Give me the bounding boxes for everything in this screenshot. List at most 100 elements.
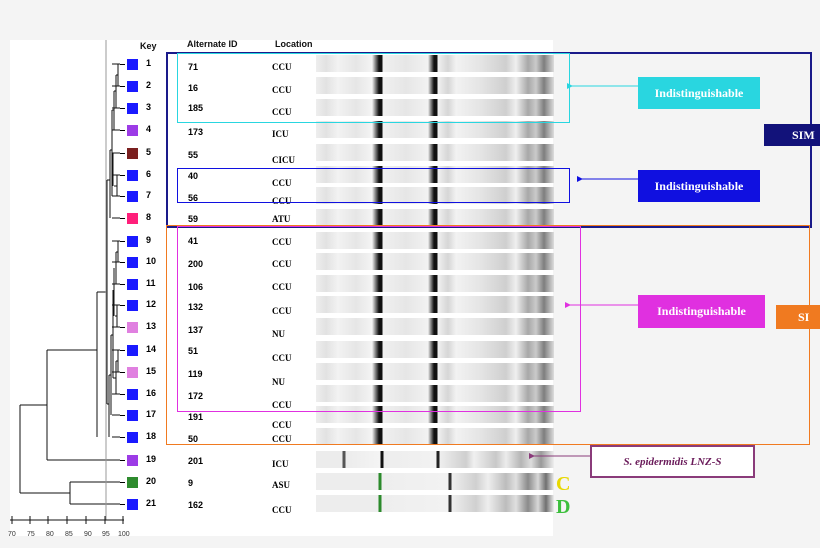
- alternate-id: 137: [188, 325, 204, 335]
- si-tag: SI: [776, 305, 820, 329]
- location: NU: [272, 377, 285, 387]
- row-tick: [120, 327, 125, 328]
- row-tick: [120, 350, 125, 351]
- alternate-id: 50: [188, 434, 199, 444]
- key-swatch: [127, 432, 138, 443]
- row-number: 21: [146, 498, 157, 508]
- location: CCU: [272, 237, 292, 247]
- gel-lane: [316, 99, 554, 116]
- location: CCU: [272, 434, 292, 444]
- cluster-d-label: D: [556, 496, 571, 518]
- row-number: 6: [146, 169, 152, 179]
- alternate-id: 41: [188, 236, 199, 246]
- scale-label-90: 90: [84, 531, 92, 538]
- key-swatch: [127, 257, 138, 268]
- indistinguishable-callout-top: Indistinguishable: [638, 77, 760, 109]
- alternate-id: 56: [188, 193, 199, 203]
- indistinguishable-callout-mid: Indistinguishable: [638, 170, 760, 202]
- row-tick: [120, 437, 125, 438]
- row-tick: [120, 175, 125, 176]
- cluster-box-magenta: [177, 226, 581, 412]
- row-number: 8: [146, 212, 152, 222]
- row-number: 9: [146, 235, 152, 245]
- location: CCU: [272, 107, 292, 117]
- row-number: 2: [146, 80, 152, 90]
- row-number: 16: [146, 388, 157, 398]
- row-number: 17: [146, 409, 157, 419]
- key-swatch: [127, 148, 138, 159]
- alternate-id: 9: [188, 478, 194, 488]
- row-tick: [120, 196, 125, 197]
- row-number: 1: [146, 58, 152, 68]
- location: CCU: [272, 505, 292, 515]
- key-header: Key: [140, 41, 157, 51]
- row-tick: [120, 482, 125, 483]
- key-swatch: [127, 477, 138, 488]
- key-swatch: [127, 455, 138, 466]
- gel-lane: [316, 55, 554, 72]
- row-number: 4: [146, 124, 152, 134]
- gel-lane: [316, 209, 554, 226]
- alternate-id: 191: [188, 412, 204, 422]
- row-tick: [120, 108, 125, 109]
- key-swatch: [127, 191, 138, 202]
- location: ATU: [272, 214, 291, 224]
- alternate-id: 16: [188, 83, 199, 93]
- location: CCU: [272, 400, 292, 410]
- scale-label-95: 95: [102, 531, 110, 538]
- alternate-id: 201: [188, 456, 204, 466]
- row-tick: [120, 64, 125, 65]
- key-swatch: [127, 125, 138, 136]
- gel-lane: [316, 144, 554, 161]
- gel-lane: [316, 166, 554, 183]
- row-tick: [120, 218, 125, 219]
- gel-lane: [316, 428, 554, 445]
- row-number: 18: [146, 431, 157, 441]
- row-number: 3: [146, 102, 152, 112]
- alternate-id: 71: [188, 62, 199, 72]
- row-number: 13: [146, 321, 157, 331]
- row-tick: [120, 460, 125, 461]
- alternate-id: 200: [188, 259, 204, 269]
- key-swatch: [127, 213, 138, 224]
- row-number: 19: [146, 454, 157, 464]
- key-swatch: [127, 345, 138, 356]
- alternate-id-header: Alternate ID: [187, 39, 238, 49]
- gel-lane: [316, 363, 554, 380]
- location: CCU: [272, 259, 292, 269]
- alternate-id: 40: [188, 171, 199, 181]
- alternate-id: 132: [188, 302, 204, 312]
- cluster-c-label: C: [556, 473, 571, 495]
- cluster-box-blue: [177, 168, 570, 203]
- cluster-box-cyan: [177, 53, 570, 123]
- key-swatch: [127, 499, 138, 510]
- alternate-id: 185: [188, 103, 204, 113]
- scale-label-70: 70: [8, 531, 16, 538]
- key-swatch: [127, 81, 138, 92]
- location: CCU: [272, 306, 292, 316]
- gel-lane: [316, 77, 554, 94]
- row-number: 14: [146, 344, 157, 354]
- key-swatch: [127, 59, 138, 70]
- row-number: 7: [146, 190, 152, 200]
- gel-lane: [316, 296, 554, 313]
- location: CCU: [272, 62, 292, 72]
- row-number: 20: [146, 476, 157, 486]
- key-swatch: [127, 236, 138, 247]
- location: CCU: [272, 353, 292, 363]
- row-tick: [120, 394, 125, 395]
- row-number: 12: [146, 299, 157, 309]
- row-tick: [120, 86, 125, 87]
- gel-lane: [316, 232, 554, 249]
- alternate-id: 51: [188, 346, 199, 356]
- location: CCU: [272, 196, 292, 206]
- scale-label-85: 85: [65, 531, 73, 538]
- location-header: Location: [275, 39, 313, 49]
- row-number: 10: [146, 256, 157, 266]
- location: CICU: [272, 155, 296, 165]
- alternate-id: 119: [188, 369, 203, 379]
- sim-tag: SIM: [764, 124, 820, 146]
- gel-lane: [316, 275, 554, 292]
- gel-lane: [316, 495, 554, 512]
